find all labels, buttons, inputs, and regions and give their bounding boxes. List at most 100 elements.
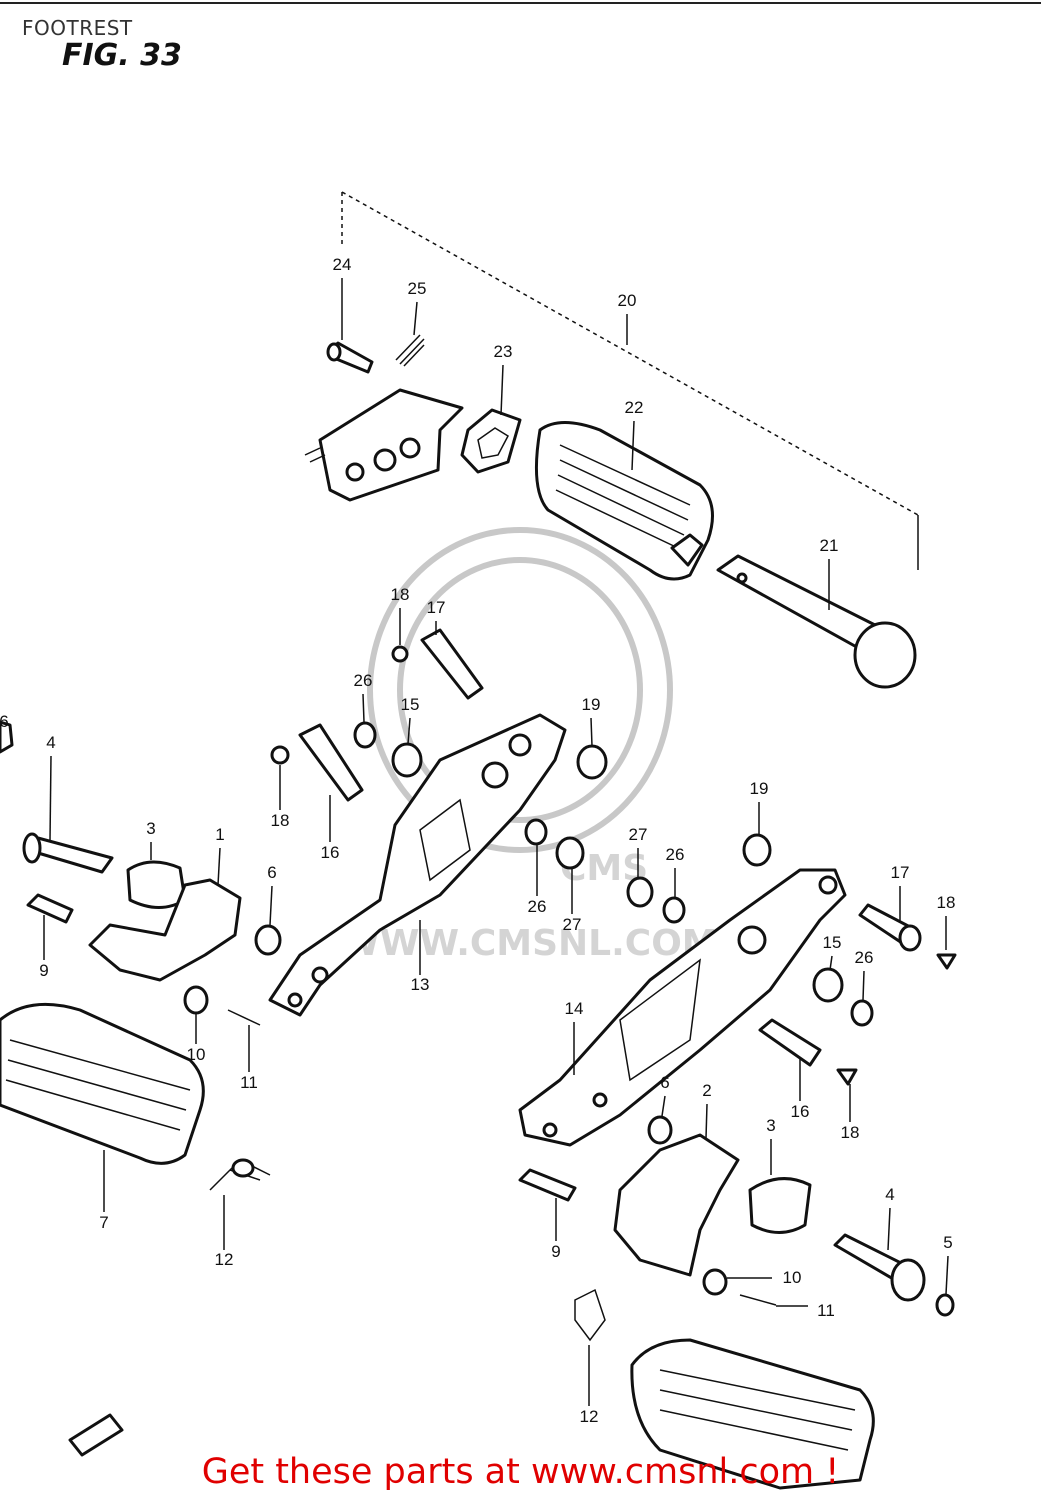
right-footrest-assembly <box>68 1133 955 1490</box>
callout-15-a: 15 <box>401 695 420 714</box>
bolt-16-b <box>758 1018 822 1067</box>
bolt-17-a <box>420 628 484 700</box>
callout-10-a: 10 <box>187 1045 206 1064</box>
part-6-left-edge <box>0 720 14 754</box>
washer-26-d <box>850 999 874 1027</box>
callout-4-b: 4 <box>885 1185 894 1204</box>
bracket-1 <box>88 878 242 982</box>
page-title: FOOTREST <box>22 16 133 40</box>
callout-17-a: 17 <box>427 598 446 617</box>
figure-label: FIG. 33 <box>62 38 182 73</box>
callouts: 24 25 20 23 22 21 18 17 26 15 19 6 4 3 1… <box>0 255 955 1426</box>
callout-2: 2 <box>702 1081 711 1100</box>
nut-18-a <box>391 645 409 663</box>
bracket-2 <box>613 1133 740 1277</box>
front-arrow-icon <box>68 1413 124 1457</box>
callout-9-a: 9 <box>39 961 48 980</box>
callout-22: 22 <box>625 398 644 417</box>
bracket-14 <box>518 868 847 1147</box>
callout-15-b: 15 <box>823 933 842 952</box>
spring-25 <box>395 334 425 367</box>
callout-3-b: 3 <box>766 1116 775 1135</box>
watermark: CMS WWW.CMSNL.COM <box>340 527 718 964</box>
top-rule <box>0 2 1041 4</box>
callout-1: 1 <box>215 825 224 844</box>
pin-24 <box>326 341 374 374</box>
callout-16-b: 16 <box>791 1102 810 1121</box>
nut-27-b <box>626 876 654 908</box>
callout-11-a: 11 <box>240 1073 258 1092</box>
footpeg-rubber-22 <box>534 421 714 581</box>
callout-26-c: 26 <box>666 845 685 864</box>
callout-26-d: 26 <box>855 948 874 967</box>
pillion-footrest-assembly <box>304 334 917 689</box>
callout-12-a: 12 <box>215 1250 234 1269</box>
callout-20: 20 <box>618 291 637 310</box>
collar-15-a <box>391 742 423 778</box>
nut-27-a <box>555 836 585 870</box>
footpeg-pin-21 <box>716 554 917 689</box>
washer-26-a <box>353 721 377 749</box>
callout-17-b: 17 <box>891 863 910 882</box>
callout-27-a: 27 <box>563 915 582 934</box>
callout-4-a: 4 <box>46 733 55 752</box>
callout-14: 14 <box>565 999 584 1018</box>
callout-24: 24 <box>333 255 352 274</box>
callout-3-a: 3 <box>146 819 155 838</box>
callout-19-a: 19 <box>582 695 601 714</box>
callout-26-b: 26 <box>528 897 547 916</box>
nut-18-d <box>836 1068 858 1086</box>
callout-18-c: 18 <box>937 893 956 912</box>
washer-6-b <box>254 924 282 956</box>
callout-23: 23 <box>494 342 513 361</box>
callout-25: 25 <box>408 279 427 298</box>
bolt-16-a <box>298 723 364 802</box>
bracket-13 <box>268 713 567 1017</box>
callout-6-a: 6 <box>0 712 9 731</box>
washer-6-c <box>647 1115 673 1145</box>
plate-23 <box>460 408 522 474</box>
cotter-pin-11-a <box>227 1009 261 1026</box>
callout-13: 13 <box>411 975 430 994</box>
washer-26-b <box>524 818 548 846</box>
pillion-bracket <box>304 388 464 502</box>
pin-4-head <box>22 832 42 864</box>
collar-3-a <box>126 860 187 909</box>
callout-16-a: 16 <box>321 843 340 862</box>
nut-18-c <box>936 953 957 970</box>
right-hardware <box>626 833 957 1145</box>
callout-9-b: 9 <box>551 1242 560 1261</box>
nut-19-a <box>576 744 608 780</box>
nut-18-b <box>270 745 290 765</box>
callout-18-b: 18 <box>271 811 290 830</box>
assembly-bracket-20 <box>341 191 919 570</box>
footer-parts-link[interactable]: Get these parts at www.cmsnl.com ! <box>201 1452 840 1492</box>
callout-5: 5 <box>943 1233 952 1252</box>
clip-5 <box>935 1293 955 1317</box>
washer-10-b <box>702 1268 728 1296</box>
left-footrest-assembly <box>0 720 282 1191</box>
collar-3-b <box>748 1177 812 1234</box>
callout-18-a: 18 <box>391 585 410 604</box>
washer-26-c <box>662 896 686 924</box>
spring-12-b <box>574 1288 606 1342</box>
watermark-url: WWW.CMSNL.COM <box>340 923 718 964</box>
callout-21: 21 <box>820 536 839 555</box>
pin-9-a <box>26 893 74 924</box>
collar-15-b <box>812 967 844 1003</box>
callout-18-d: 18 <box>841 1123 860 1142</box>
callout-12-b: 12 <box>580 1407 599 1426</box>
callout-7: 7 <box>99 1213 108 1232</box>
pin-9-b <box>518 1168 577 1202</box>
center-hardware <box>270 628 608 870</box>
callout-26-a: 26 <box>354 671 373 690</box>
callout-10-b: 10 <box>783 1268 802 1287</box>
callout-27-b: 27 <box>629 825 648 844</box>
callout-19-b: 19 <box>750 779 769 798</box>
cotter-pin-11-b <box>739 1294 777 1306</box>
callout-6-c: 6 <box>660 1073 669 1092</box>
nut-19-b <box>742 833 772 867</box>
footpeg-7 <box>0 1002 205 1165</box>
washer-10-a <box>183 985 209 1015</box>
